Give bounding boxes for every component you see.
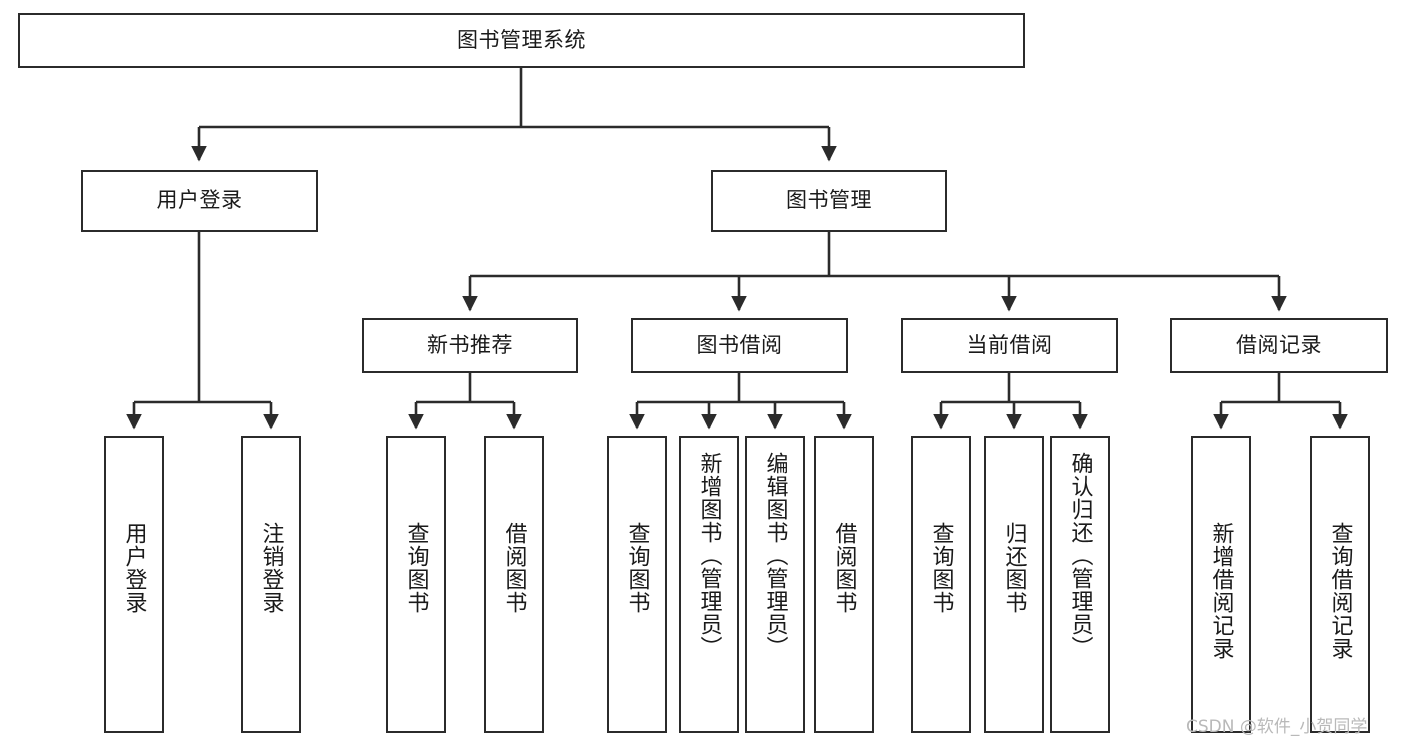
- leaf-borrow-book-recommend-label: 借阅图书: [501, 522, 527, 614]
- node-book-borrow-label: 图书借阅: [696, 332, 783, 357]
- leaf-add-borrow-record[interactable]: 新增借阅记录: [1191, 436, 1251, 733]
- node-new-book-recommend[interactable]: 新书推荐: [362, 318, 578, 373]
- leaf-query-borrow-record-label: 查询借阅记录: [1327, 522, 1353, 660]
- leaf-add-book-admin-label: 新增图书（管理员）: [696, 452, 722, 659]
- leaf-query-book-borrow-label: 查询图书: [624, 522, 650, 614]
- leaf-query-book-current[interactable]: 查询图书: [911, 436, 971, 733]
- node-current-borrow-label: 当前借阅: [966, 332, 1053, 357]
- node-root-label: 图书管理系统: [457, 27, 586, 52]
- node-borrow-record-label: 借阅记录: [1236, 332, 1322, 357]
- leaf-query-book-current-label: 查询图书: [928, 522, 954, 614]
- leaf-user-login-label: 用户登录: [121, 522, 147, 614]
- leaf-add-book-admin[interactable]: 新增图书（管理员）: [679, 436, 739, 733]
- node-book-borrow[interactable]: 图书借阅: [631, 318, 848, 373]
- leaf-query-book-borrow[interactable]: 查询图书: [607, 436, 667, 733]
- leaf-user-login[interactable]: 用户登录: [104, 436, 164, 733]
- node-root[interactable]: 图书管理系统: [18, 13, 1025, 68]
- leaf-borrow-book-recommend[interactable]: 借阅图书: [484, 436, 544, 733]
- leaf-query-book-recommend-label: 查询图书: [403, 522, 429, 614]
- leaf-add-borrow-record-label: 新增借阅记录: [1208, 522, 1234, 660]
- watermark: CSDN @软件_小贺同学: [1186, 717, 1368, 737]
- leaf-query-book-recommend[interactable]: 查询图书: [386, 436, 446, 733]
- node-user-login-label: 用户登录: [156, 188, 243, 213]
- leaf-borrow-book-label: 借阅图书: [831, 522, 857, 614]
- node-borrow-record[interactable]: 借阅记录: [1170, 318, 1388, 373]
- leaf-query-borrow-record[interactable]: 查询借阅记录: [1310, 436, 1370, 733]
- leaf-logout-login-label: 注销登录: [258, 522, 284, 614]
- node-book-management-label: 图书管理: [786, 188, 872, 213]
- node-current-borrow[interactable]: 当前借阅: [901, 318, 1118, 373]
- leaf-return-book-label: 归还图书: [1001, 522, 1027, 614]
- node-new-book-recommend-label: 新书推荐: [427, 332, 513, 357]
- leaf-logout-login[interactable]: 注销登录: [241, 436, 301, 733]
- leaf-borrow-book[interactable]: 借阅图书: [814, 436, 874, 733]
- leaf-confirm-return-admin-label: 确认归还（管理员）: [1067, 452, 1093, 659]
- leaf-edit-book-admin[interactable]: 编辑图书（管理员）: [745, 436, 805, 733]
- leaf-confirm-return-admin[interactable]: 确认归还（管理员）: [1050, 436, 1110, 733]
- node-user-login[interactable]: 用户登录: [81, 170, 318, 232]
- leaf-edit-book-admin-label: 编辑图书（管理员）: [762, 452, 788, 659]
- leaf-return-book[interactable]: 归还图书: [984, 436, 1044, 733]
- node-book-management[interactable]: 图书管理: [711, 170, 947, 232]
